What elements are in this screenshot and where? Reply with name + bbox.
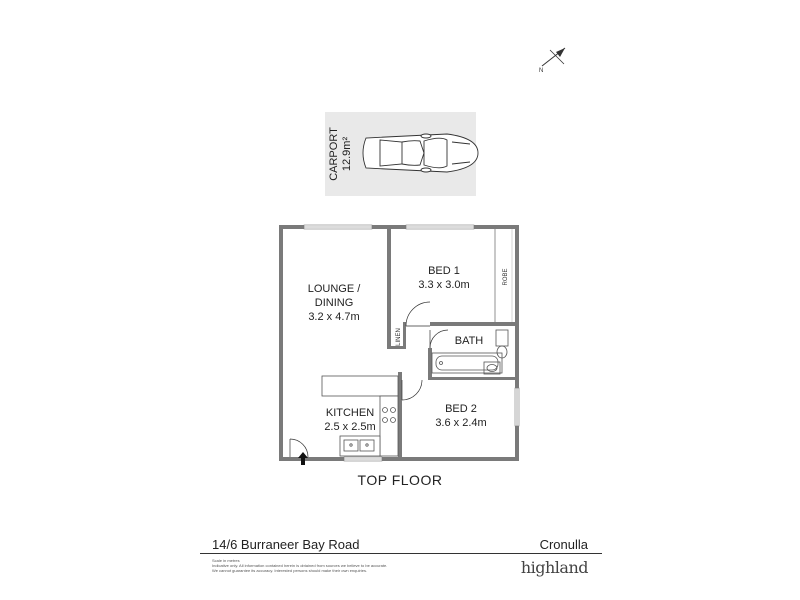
toilet: [495, 329, 509, 347]
car-icon: [362, 133, 479, 173]
vanity: [483, 361, 501, 375]
bath-label: BATH: [455, 335, 484, 347]
bed2-label: BED 2: [445, 403, 477, 415]
internal-walls: [387, 229, 519, 461]
property-address: 14/6 Burraneer Bay Road: [212, 537, 360, 552]
compass-icon: N: [539, 47, 566, 74]
carport-label: CARPORT: [328, 127, 340, 181]
carport-area-label: 12.9m²: [341, 137, 353, 172]
entry-arrow-icon: [298, 452, 308, 465]
disclaimer-line: Scale in metres: [212, 558, 240, 563]
disclaimer-line: Indicative only. All information contain…: [212, 563, 388, 568]
carport: CARPORT 12.9m²: [325, 112, 479, 196]
disclaimer: Scale in metres Indicative only. All inf…: [212, 558, 412, 573]
bed1-size: 3.3 x 3.0m: [418, 279, 469, 291]
windows: [303, 224, 520, 462]
robe-label: ROBE: [503, 268, 509, 285]
bed2-size: 3.6 x 2.4m: [435, 417, 486, 429]
robe: ROBE: [494, 229, 513, 322]
compass-north-label: N: [539, 68, 543, 74]
sink: [343, 439, 359, 452]
kitchen-label: KITCHEN: [326, 407, 374, 419]
kitchen-fixtures: [321, 375, 399, 457]
room-labels: LOUNGE / DINING 3.2 x 4.7m BED 1 3.3 x 3…: [308, 265, 487, 433]
linen-label: LINEN: [396, 328, 402, 346]
cooktop: [382, 407, 396, 423]
disclaimer-line: We cannot guarantee its accuracy. Intere…: [212, 568, 368, 573]
lounge-label-line2: DINING: [315, 297, 354, 309]
floor-title: TOP FLOOR: [357, 472, 443, 488]
lounge-label-line1: LOUNGE /: [308, 283, 362, 295]
doors: [289, 301, 449, 458]
property-suburb: Cronulla: [539, 537, 588, 552]
kitchen-bench: [321, 375, 399, 397]
footer-divider: [200, 553, 602, 554]
bath-fixtures: [431, 329, 509, 375]
lounge-size: 3.2 x 4.7m: [308, 311, 359, 323]
bed1-label: BED 1: [428, 265, 460, 277]
bathtub: [431, 352, 503, 374]
kitchen-size: 2.5 x 2.5m: [324, 421, 375, 433]
agency-logo: highland: [520, 558, 589, 577]
